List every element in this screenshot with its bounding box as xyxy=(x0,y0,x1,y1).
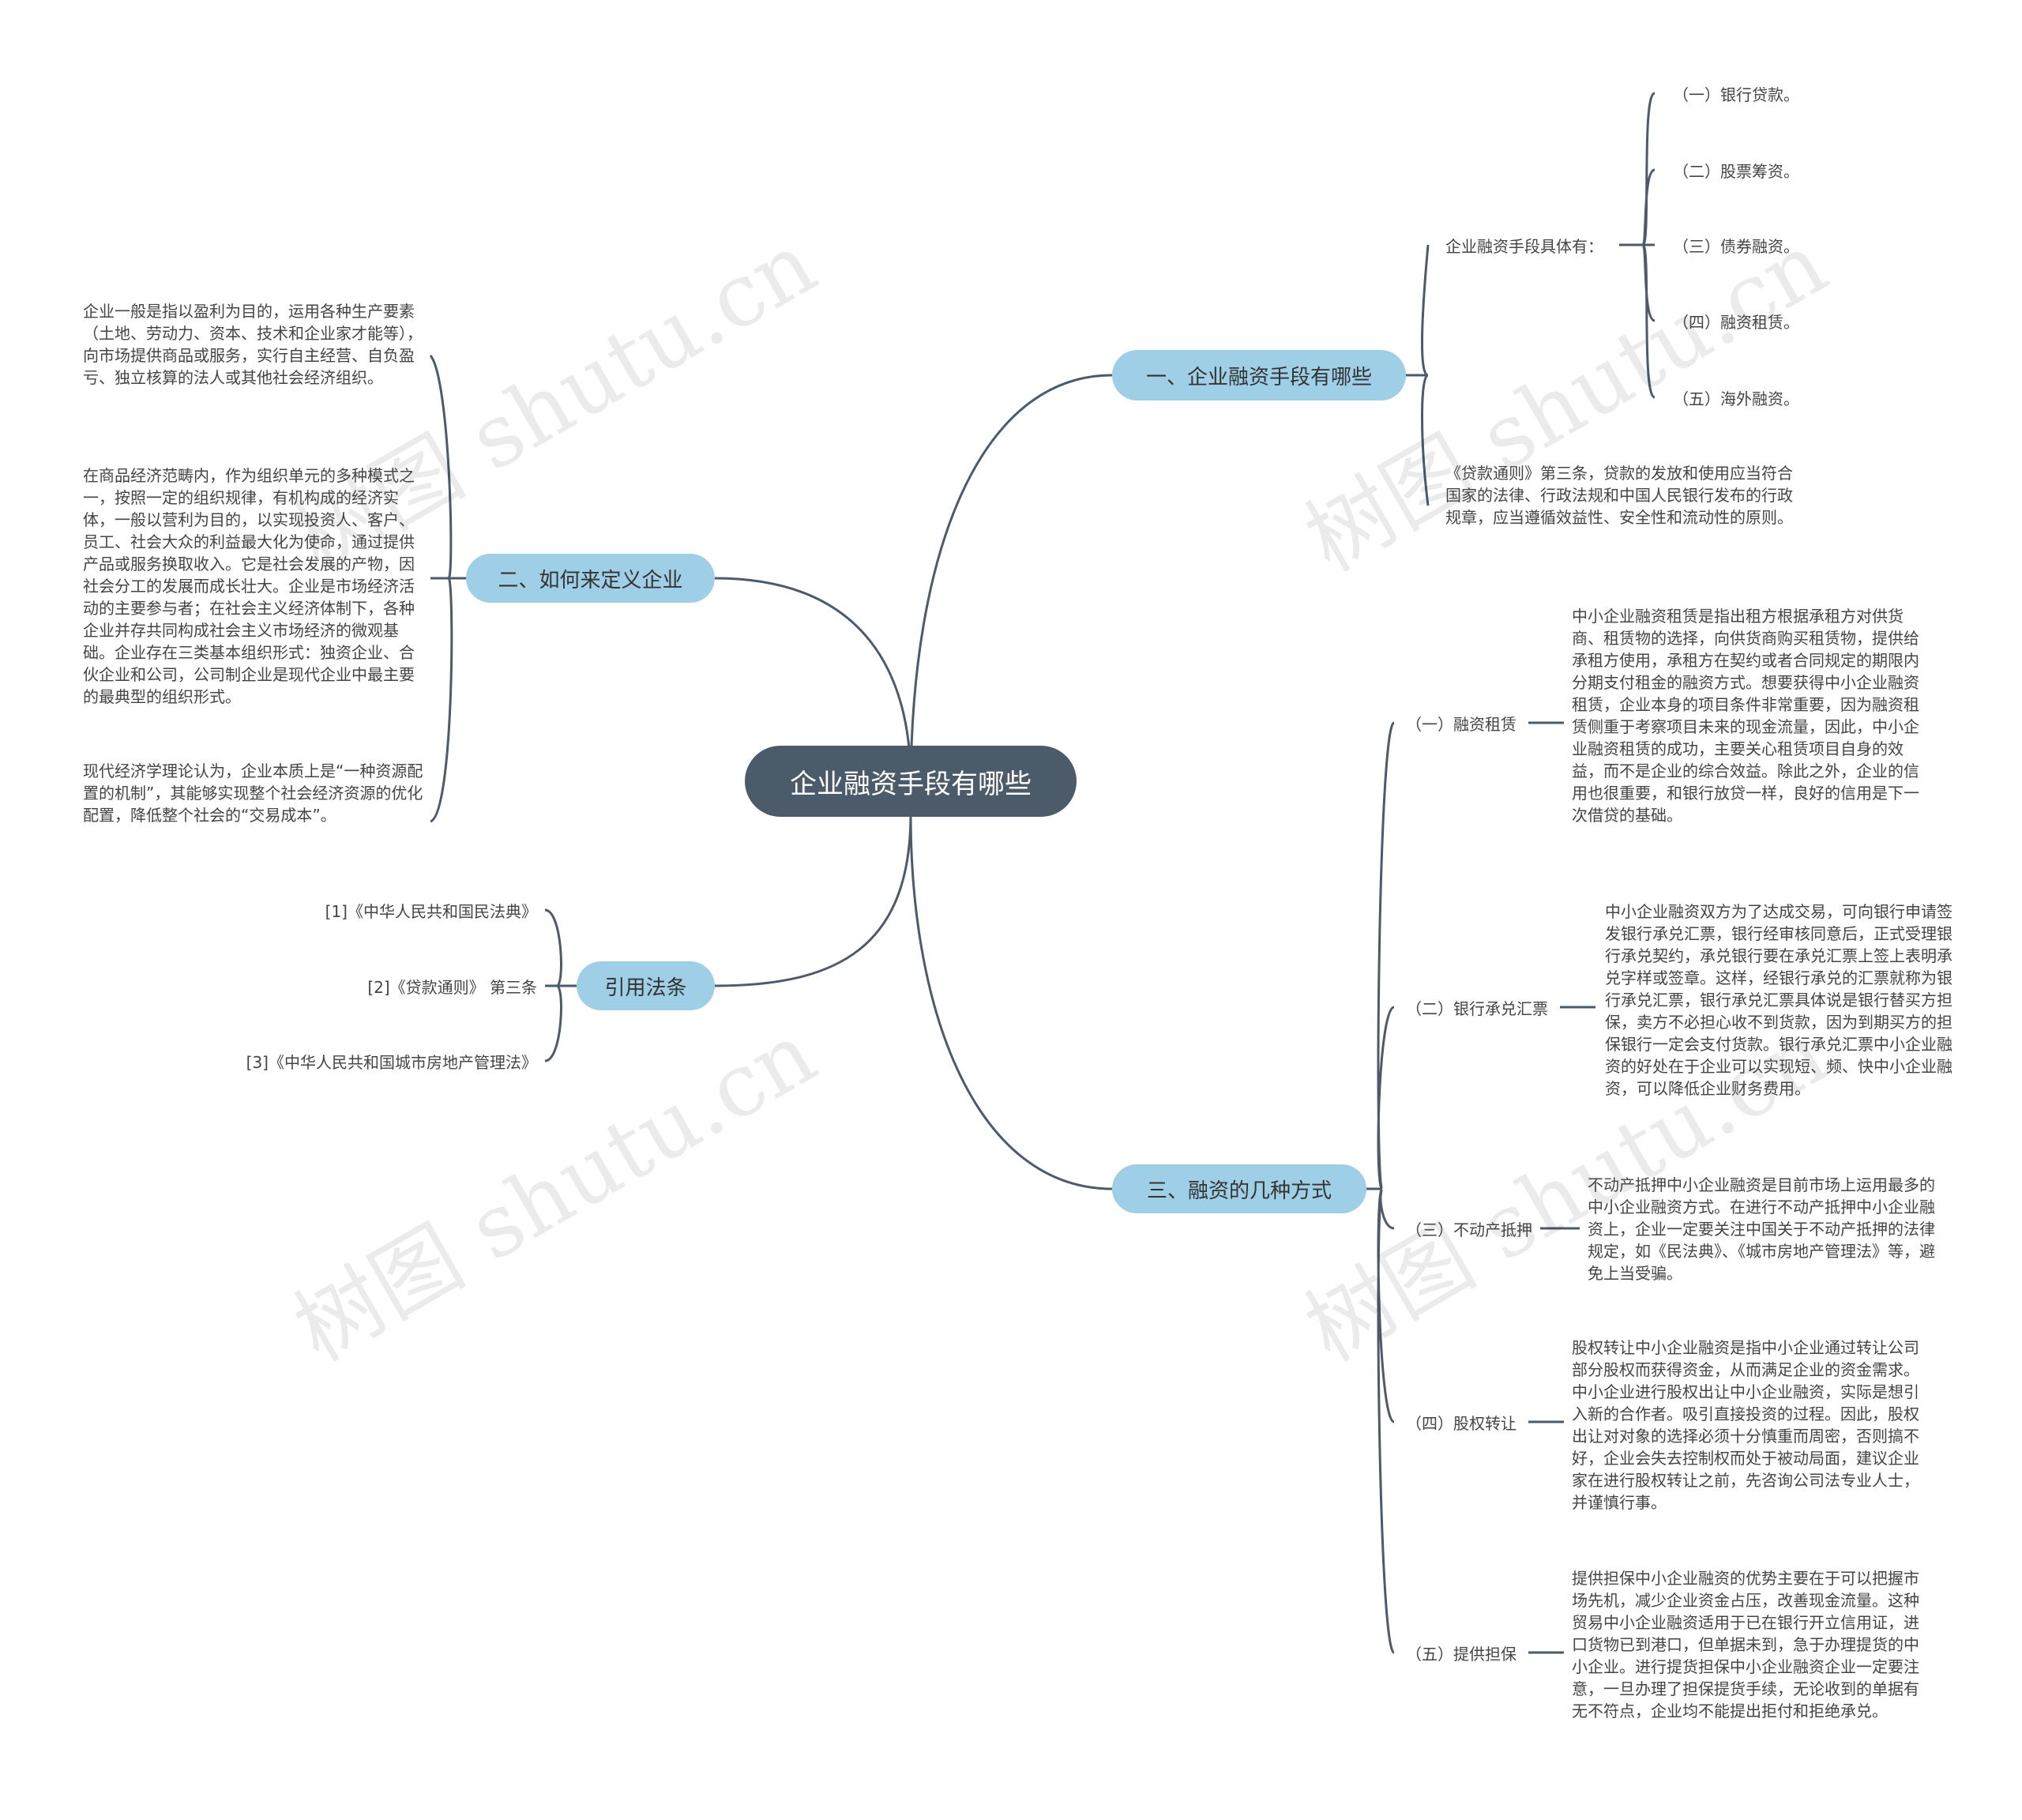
branch-node-cited-laws[interactable]: 引用法条 xyxy=(577,961,715,1010)
method-label[interactable]: （四）股权转让 xyxy=(1406,1414,1516,1433)
definition-paragraph[interactable]: 现代经济学理论认为，企业本质上是“一种资源配置的机制”，其能够实现整个社会经济资… xyxy=(83,761,423,825)
method-description[interactable]: 中小企业融资双方为了达成交易，可向银行申请签发银行承兑汇票，银行经审核同意后，正… xyxy=(1605,902,1952,1098)
list-item-means[interactable]: （三）债券融资。 xyxy=(1673,237,1799,256)
law-reference[interactable]: [1]《中华人民共和国民法典》 xyxy=(325,902,537,921)
branch-node-financing-methods[interactable]: 三、融资的几种方式 xyxy=(1112,1164,1366,1213)
law-reference[interactable]: [3]《中华人民共和国城市房地产管理法》 xyxy=(246,1053,537,1072)
method-label[interactable]: （一）融资租赁 xyxy=(1406,715,1516,734)
link-root-b1 xyxy=(909,374,1113,791)
link-b1-bracket xyxy=(1406,244,1430,506)
link-b4-bracket xyxy=(544,908,577,1062)
method-label[interactable]: （三）不动产抵押 xyxy=(1406,1220,1532,1239)
group-label-specific-means[interactable]: 企业融资手段具体有： xyxy=(1445,237,1603,256)
list-item-means[interactable]: （四）融资租赁。 xyxy=(1673,313,1799,332)
definition-paragraph[interactable]: 在商品经济范畴内，作为组织单元的多种模式之一，按照一定的组织规律，有机构成的经济… xyxy=(83,466,415,706)
definition-paragraph[interactable]: 企业一般是指以盈利为目的，运用各种生产要素（土地、劳动力、资本、技术和企业家才能… xyxy=(83,302,423,387)
law-reference[interactable]: [2]《贷款通则》 第三条 xyxy=(367,978,537,997)
method-description[interactable]: 股权转让中小企业融资是指中小企业通过转让公司部分股权而获得资金，从而满足企业的资… xyxy=(1572,1338,1919,1512)
link-b3-bracket xyxy=(1377,721,1396,1654)
branch-node-financing-means[interactable]: 一、企业融资手段有哪些 xyxy=(1112,350,1406,400)
link-root-b2 xyxy=(714,577,912,782)
link-b2-bracket xyxy=(429,355,466,823)
link-root-b3 xyxy=(909,813,1113,1190)
list-item-means[interactable]: （一）银行贷款。 xyxy=(1673,85,1799,104)
method-label[interactable]: （五）提供担保 xyxy=(1406,1645,1516,1664)
method-description[interactable]: 中小企业融资租赁是指出租方根据承租方对供货商、租赁物的选择，向供货商购买租赁物，… xyxy=(1572,607,1919,825)
method-description[interactable]: 提供担保中小企业融资的优势主要在于可以把握市场先机，减少企业资金占压，改善现金流… xyxy=(1572,1569,1919,1720)
list-item-means[interactable]: （二）股票筹资。 xyxy=(1673,162,1799,181)
link-b1-items-bracket xyxy=(1641,92,1656,399)
root-node[interactable]: 企业融资手段有哪些 xyxy=(745,746,1077,817)
list-item-means[interactable]: （五）海外融资。 xyxy=(1673,389,1799,408)
method-description[interactable]: 不动产抵押中小企业融资是目前市场上运用最多的中小企业融资方式。在进行不动产抵押中… xyxy=(1588,1175,1935,1283)
branch-node-define-enterprise[interactable]: 二、如何来定义企业 xyxy=(466,554,715,603)
method-label[interactable]: （二）银行承兑汇票 xyxy=(1406,999,1548,1018)
link-root-b4 xyxy=(714,813,912,987)
loan-rules-note[interactable]: 《贷款通则》第三条，贷款的发放和使用应当符合国家的法律、行政法规和中国人民银行发… xyxy=(1445,464,1793,527)
